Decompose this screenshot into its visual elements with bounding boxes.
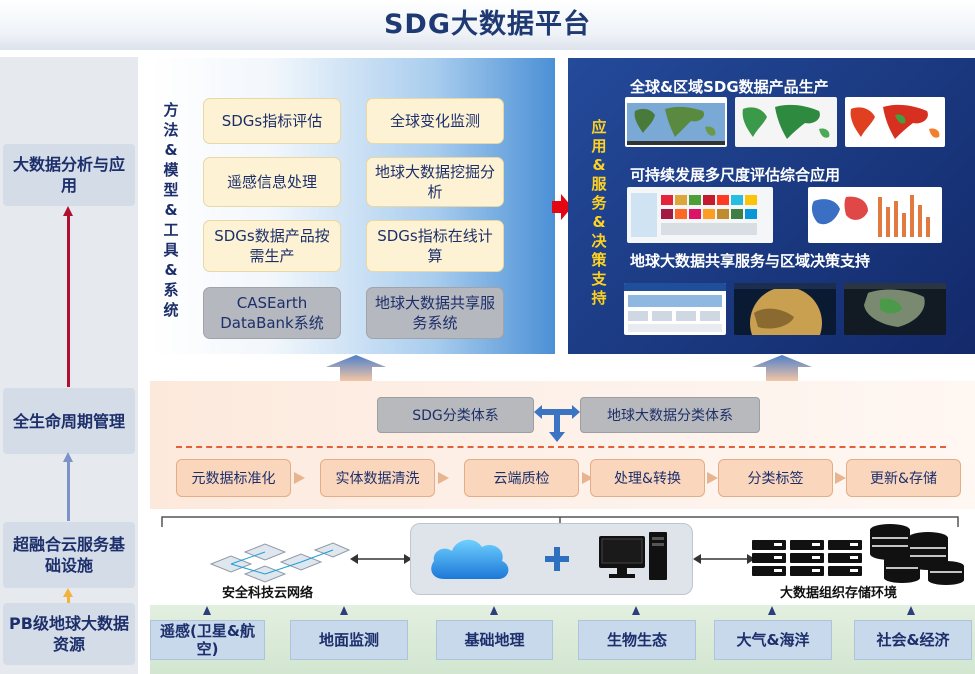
sdg-classification-box: SDG分类体系 (377, 397, 534, 433)
plus-icon (545, 547, 569, 571)
dashed-divider (176, 446, 946, 448)
computer-icon (599, 532, 667, 580)
system-databank: CASEarth DataBank系统 (203, 287, 341, 339)
resource-arrow-icon (768, 606, 776, 615)
world-map-thumbnail (625, 97, 727, 147)
step-cloud-qc: 云端质检 (464, 459, 579, 497)
step-update-storage: 更新&存储 (846, 459, 961, 497)
flow-arrow-icon (63, 588, 73, 597)
cloud-icon (431, 539, 509, 579)
resource-arrow-icon (203, 606, 211, 615)
resource-society-economy: 社会&经济 (854, 620, 972, 660)
resource-arrow-icon (907, 606, 915, 615)
step-arrow-icon (835, 472, 846, 484)
method-data-mining: 地球大数据挖掘分析 (366, 157, 504, 207)
system-sharing-service: 地球大数据共享服务系统 (366, 287, 504, 339)
resource-remote-sensing: 遥感(卫星&航空) (150, 620, 265, 660)
flow-line-3 (67, 595, 70, 603)
title-bar: SDG大数据平台 (0, 0, 975, 50)
resource-basic-geography: 基础地理 (436, 620, 553, 660)
satellite-view-thumbnail (734, 283, 836, 335)
method-sdgs-evaluation: SDGs指标评估 (203, 98, 341, 144)
resource-ground-monitoring: 地面监测 (290, 620, 408, 660)
step-arrow-icon (438, 472, 449, 484)
resource-atmosphere-ocean: 大气&海洋 (714, 620, 832, 660)
method-remote-sensing: 遥感信息处理 (203, 157, 341, 207)
method-global-change: 全球变化监测 (366, 98, 504, 144)
flow-arrow-icon (63, 206, 73, 216)
decision-support-map-thumbnail (844, 283, 946, 335)
step-arrow-icon (294, 472, 305, 484)
step-arrow-icon (582, 472, 593, 484)
step-data-cleaning: 实体数据清洗 (320, 459, 435, 497)
resource-arrow-icon (490, 606, 498, 615)
resource-biology-ecology: 生物生态 (578, 620, 696, 660)
layer-infrastructure: 超融合云服务基础设施 (3, 522, 135, 588)
assessment-charts-thumbnail (808, 187, 942, 243)
method-product-generation: SDGs数据产品按需生产 (203, 220, 341, 272)
bidirectional-arrow-icon (350, 554, 412, 564)
page-title: SDG大数据平台 (383, 9, 592, 40)
heat-map-thumbnail (845, 97, 945, 147)
earth-data-classification-box: 地球大数据分类体系 (580, 397, 760, 433)
flow-line-2 (67, 461, 70, 521)
step-classification-tagging: 分类标签 (718, 459, 833, 497)
step-processing-conversion: 处理&转换 (590, 459, 705, 497)
up-arrow-icon (326, 355, 386, 381)
storage-environment-label: 大数据组织存储环境 (780, 586, 898, 601)
red-arrow-icon (552, 194, 572, 220)
resources-panel (150, 605, 975, 674)
flow-arrow-icon (63, 452, 73, 462)
method-online-calc: SDGs指标在线计算 (366, 220, 504, 272)
land-cover-map-thumbnail (735, 97, 837, 147)
resource-arrow-icon (632, 606, 640, 615)
bidirectional-arrow-icon (693, 554, 755, 564)
resource-arrow-icon (340, 606, 348, 615)
storage-servers-icon (752, 524, 964, 585)
apps-heading-products: 全球&区域SDG数据产品生产 (630, 78, 829, 96)
flow-line-1 (67, 215, 70, 387)
cloud-network-label: 安全科技云网络 (222, 586, 314, 601)
apps-heading-sharing: 地球大数据共享服务与区域决策支持 (630, 252, 871, 270)
sdg-dashboard-thumbnail (627, 187, 773, 243)
layer-lifecycle: 全生命周期管理 (3, 388, 135, 454)
applications-label: 应用&服务&决策支持 (591, 118, 607, 307)
t-connector-icon (534, 405, 580, 442)
network-icon (209, 542, 350, 583)
methods-label: 方法&模型&工具&系统 (163, 101, 179, 319)
sharing-portal-thumbnail (624, 283, 726, 335)
up-arrow-icon (752, 355, 812, 381)
step-metadata-standardization: 元数据标准化 (176, 459, 291, 497)
layer-resources: PB级地球大数据资源 (3, 603, 135, 665)
step-arrow-icon (707, 472, 718, 484)
layer-analysis: 大数据分析与应用 (3, 144, 135, 206)
apps-heading-assessment: 可持续发展多尺度评估综合应用 (630, 166, 841, 184)
